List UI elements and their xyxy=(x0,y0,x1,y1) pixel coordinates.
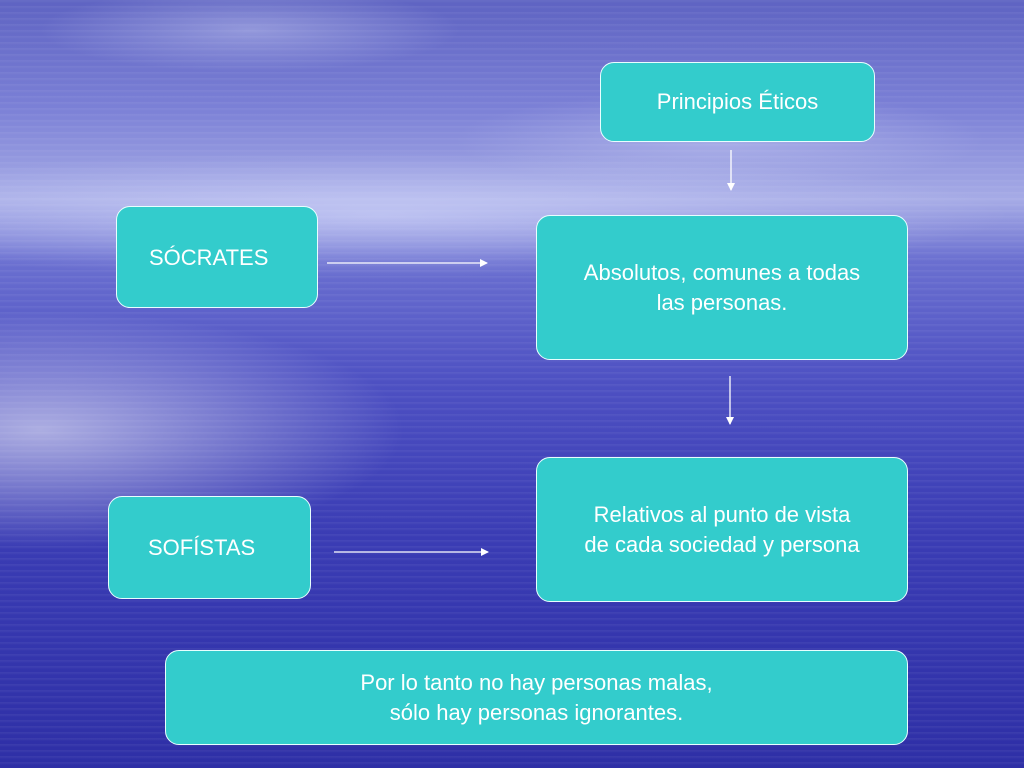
node-principios-eticos-text: Principios Éticos xyxy=(656,89,819,114)
node-socrates-text: SÓCRATES xyxy=(149,245,269,270)
node-absolutos-line-1: Absolutos, comunes a todas xyxy=(583,259,861,285)
node-sofistas: SOFÍSTAS xyxy=(108,496,311,599)
node-conclusion-line-1: Por lo tanto no hay personas malas, xyxy=(360,669,713,695)
node-absolutos-line-2: las personas. xyxy=(656,289,788,315)
node-absolutos: Absolutos, comunes a todas las personas. xyxy=(536,215,908,360)
node-sofistas-text: SOFÍSTAS xyxy=(148,534,256,560)
node-relativos-line-1: Relativos al punto de vista xyxy=(593,501,851,527)
node-principios-eticos: Principios Éticos xyxy=(600,62,875,142)
node-relativos-line-2: de cada sociedad y persona xyxy=(584,531,860,557)
node-conclusion: Por lo tanto no hay personas malas, sólo… xyxy=(165,650,908,745)
node-conclusion-line-2: sólo hay personas ignorantes. xyxy=(389,699,684,725)
node-socrates: SÓCRATES xyxy=(116,206,318,308)
node-relativos: Relativos al punto de vista de cada soci… xyxy=(536,457,908,602)
